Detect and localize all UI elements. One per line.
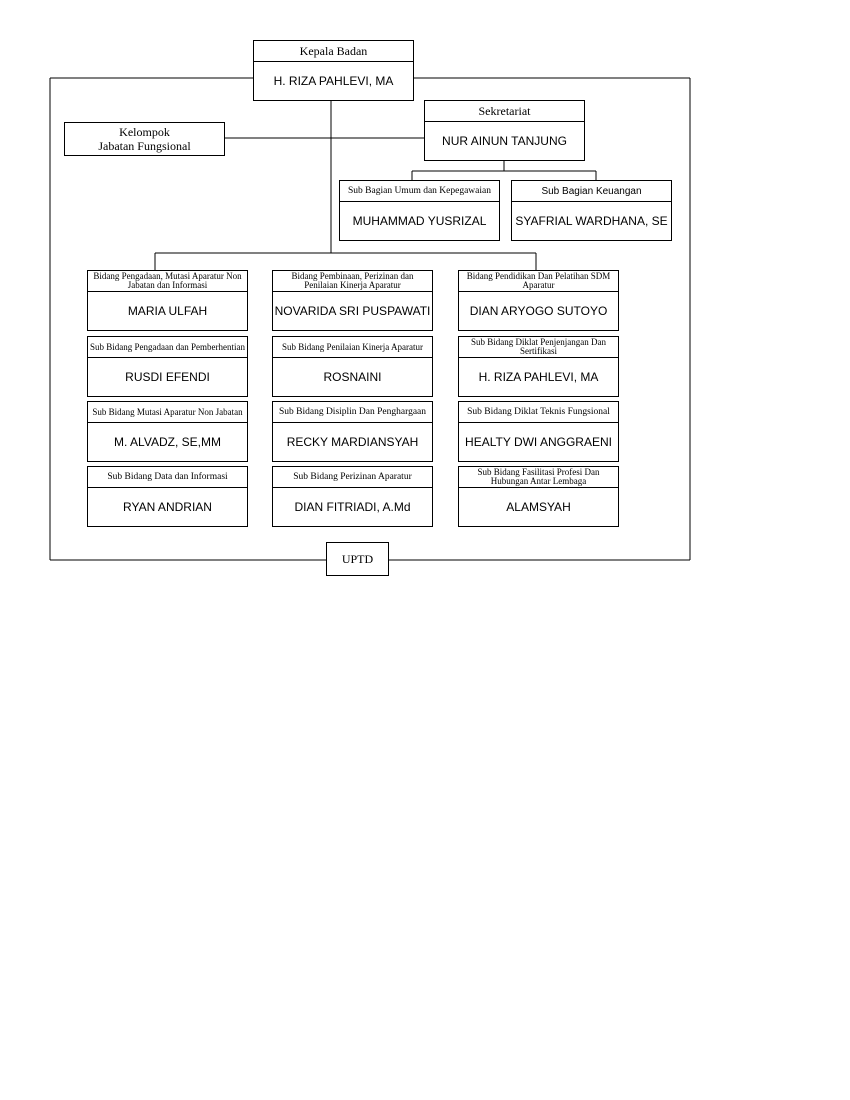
bidang-2-title: Bidang Pembinaan, Perizinan dan Penilaia… [273,271,432,292]
bidang-3-box: Bidang Pendidikan Dan Pelatihan SDM Apar… [458,270,619,331]
subbidang-3-3-title: Sub Bidang Fasilitasi Profesi Dan Hubung… [459,467,618,488]
subbidang-1-2-name: M. ALVADZ, SE,MM [114,435,221,449]
subbidang-3-2-title: Sub Bidang Diklat Teknis Fungsional [459,402,618,423]
sekretariat-box: Sekretariat NUR AINUN TANJUNG [424,100,585,161]
subbidang-2-1-box: Sub Bidang Penilaian Kinerja Aparatur RO… [272,336,433,397]
subbidang-2-3-box: Sub Bidang Perizinan Aparatur DIAN FITRI… [272,466,433,527]
subbidang-3-2-name: HEALTY DWI ANGGRAENI [465,435,612,449]
uptd-box: UPTD [326,542,389,576]
subbidang-2-2-title: Sub Bidang Disiplin Dan Penghargaan [273,402,432,423]
bidang-2-name: NOVARIDA SRI PUSPAWATI [274,304,431,318]
subbidang-1-1-title: Sub Bidang Pengadaan dan Pemberhentian [88,337,247,358]
sekretariat-name: NUR AINUN TANJUNG [442,134,567,148]
subbagian-keuangan-title: Sub Bagian Keuangan [512,181,671,202]
kelompok-jabatan-fungsional-box: Kelompok Jabatan Fungsional [64,122,225,156]
subbidang-3-2-box: Sub Bidang Diklat Teknis Fungsional HEAL… [458,401,619,462]
subbidang-2-1-title: Sub Bidang Penilaian Kinerja Aparatur [273,337,432,358]
kepala-badan-box: Kepala Badan H. RIZA PAHLEVI, MA [253,40,414,101]
subbidang-3-1-title: Sub Bidang Diklat Penjenjangan Dan Serti… [459,337,618,358]
subbidang-1-2-title: Sub Bidang Mutasi Aparatur Non Jabatan [88,402,247,423]
subbidang-1-3-box: Sub Bidang Data dan Informasi RYAN ANDRI… [87,466,248,527]
kelompok-line-2: Jabatan Fungsional [98,139,191,153]
bidang-2-box: Bidang Pembinaan, Perizinan dan Penilaia… [272,270,433,331]
subbidang-1-3-title: Sub Bidang Data dan Informasi [88,467,247,488]
subbidang-3-1-name: H. RIZA PAHLEVI, MA [478,370,599,384]
subbidang-2-2-box: Sub Bidang Disiplin Dan Penghargaan RECK… [272,401,433,462]
subbagian-umum-box: Sub Bagian Umum dan Kepegawaian MUHAMMAD… [339,180,500,241]
bidang-1-name: MARIA ULFAH [127,304,208,318]
subbidang-3-3-name: ALAMSYAH [506,500,571,514]
subbidang-1-2-box: Sub Bidang Mutasi Aparatur Non Jabatan M… [87,401,248,462]
subbidang-1-3-name: RYAN ANDRIAN [123,500,212,514]
subbagian-umum-title: Sub Bagian Umum dan Kepegawaian [340,181,499,202]
kepala-badan-name: H. RIZA PAHLEVI, MA [273,74,394,88]
kepala-badan-title: Kepala Badan [254,41,413,62]
subbidang-1-1-box: Sub Bidang Pengadaan dan Pemberhentian R… [87,336,248,397]
subbidang-2-3-name: DIAN FITRIADI, A.Md [294,500,411,514]
subbagian-keuangan-name: SYAFRIAL WARDHANA, SE [515,214,668,228]
subbidang-3-3-box: Sub Bidang Fasilitasi Profesi Dan Hubung… [458,466,619,527]
subbagian-umum-name: MUHAMMAD YUSRIZAL [352,214,487,228]
subbagian-keuangan-box: Sub Bagian Keuangan SYAFRIAL WARDHANA, S… [511,180,672,241]
bidang-3-title: Bidang Pendidikan Dan Pelatihan SDM Apar… [459,271,618,292]
subbidang-2-2-name: RECKY MARDIANSYAH [286,435,419,449]
subbidang-1-1-name: RUSDI EFENDI [125,370,210,384]
kelompok-line-1: Kelompok [119,125,170,139]
bidang-1-box: Bidang Pengadaan, Mutasi Aparatur Non Ja… [87,270,248,331]
subbidang-2-1-name: ROSNAINI [323,370,382,384]
sekretariat-title: Sekretariat [425,101,584,122]
bidang-1-title: Bidang Pengadaan, Mutasi Aparatur Non Ja… [88,271,247,292]
subbidang-3-1-box: Sub Bidang Diklat Penjenjangan Dan Serti… [458,336,619,397]
subbidang-2-3-title: Sub Bidang Perizinan Aparatur [273,467,432,488]
bidang-3-name: DIAN ARYOGO SUTOYO [469,304,608,318]
